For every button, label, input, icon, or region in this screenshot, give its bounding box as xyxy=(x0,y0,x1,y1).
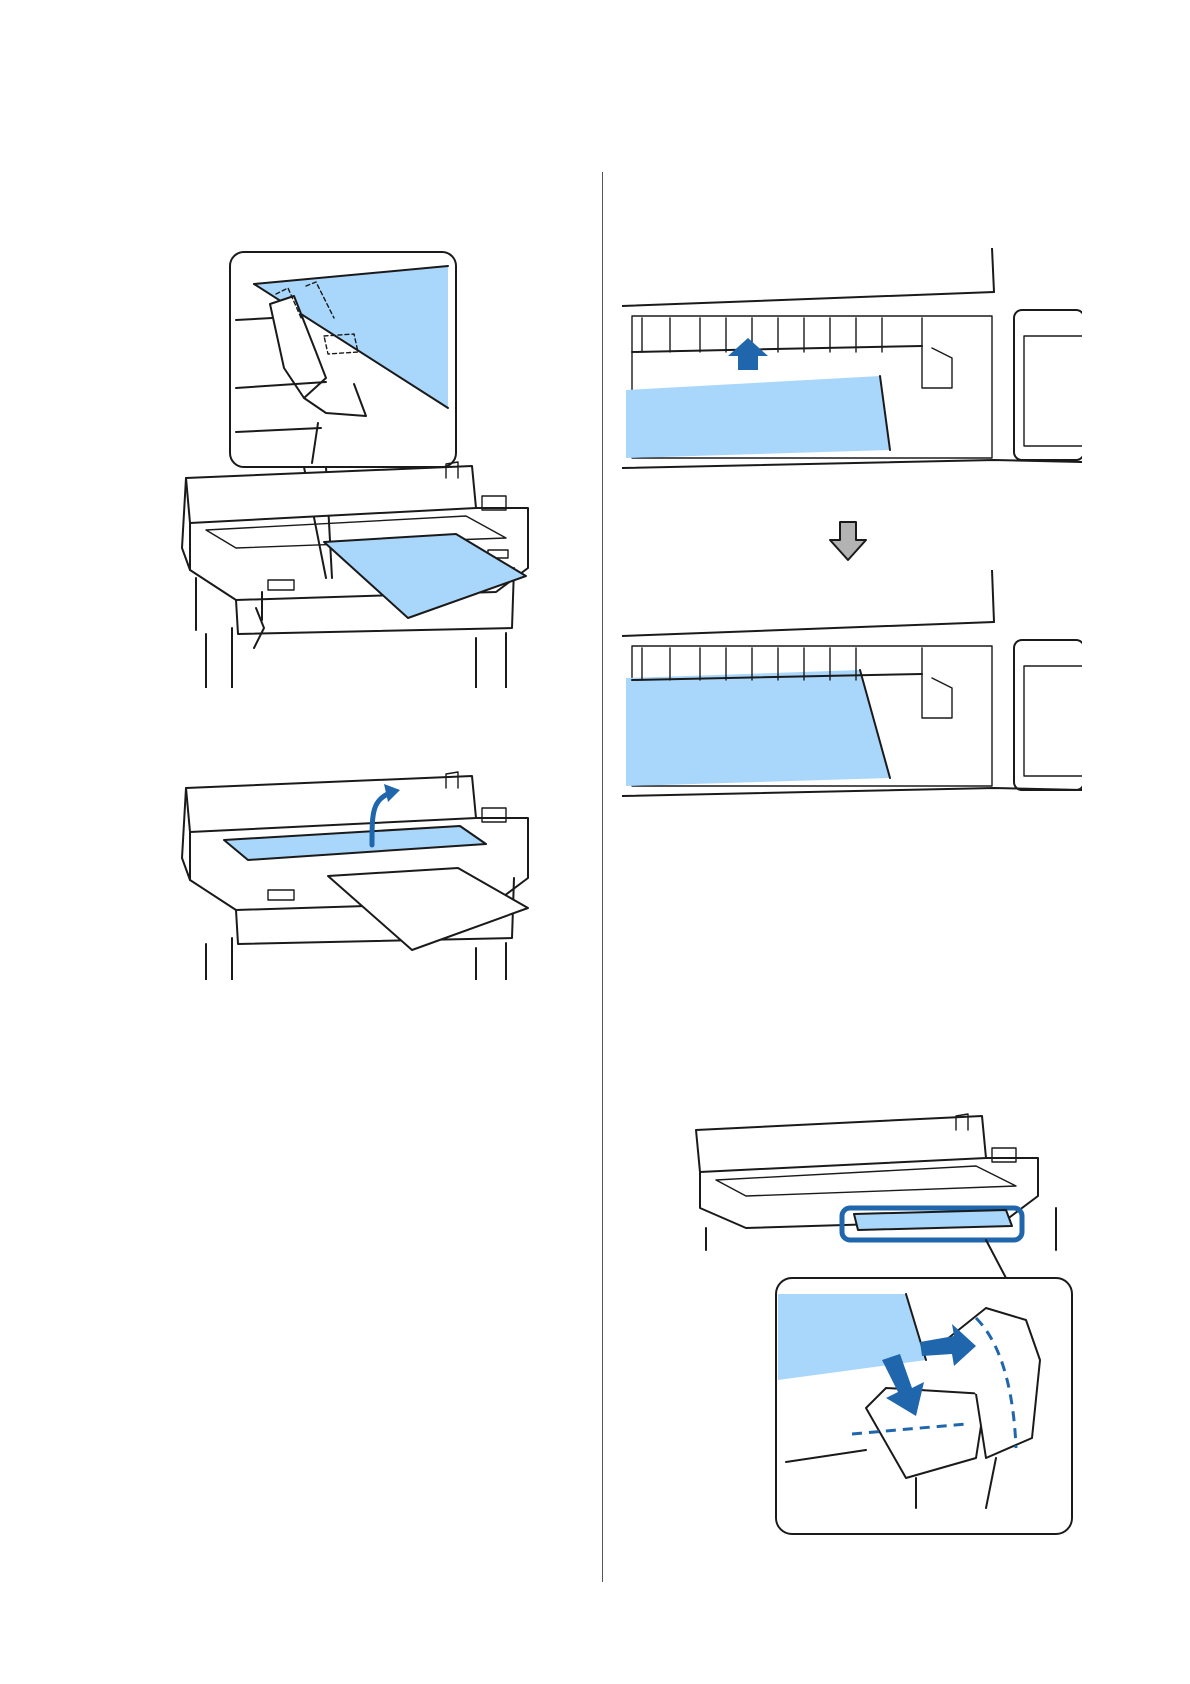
figure-paper-slot-before xyxy=(622,248,1082,488)
alignment-callout xyxy=(776,1278,1072,1534)
column-divider xyxy=(602,172,603,1582)
figure-printer-alignment xyxy=(686,1098,1086,1538)
paper-sheet xyxy=(626,376,890,458)
figure-printer-cover-open xyxy=(176,740,586,980)
paper-on-platen xyxy=(224,826,486,860)
paper-sheet xyxy=(324,534,526,618)
paper-in-slot xyxy=(854,1210,1012,1230)
down-arrow xyxy=(828,520,868,564)
push-up-arrow-icon xyxy=(728,338,768,370)
figure-paper-slot-after xyxy=(622,570,1082,820)
figure-printer-paper-callout xyxy=(176,248,586,688)
paper-sheet xyxy=(626,670,890,786)
roller-row xyxy=(632,318,952,388)
zoom-callout xyxy=(230,252,456,467)
